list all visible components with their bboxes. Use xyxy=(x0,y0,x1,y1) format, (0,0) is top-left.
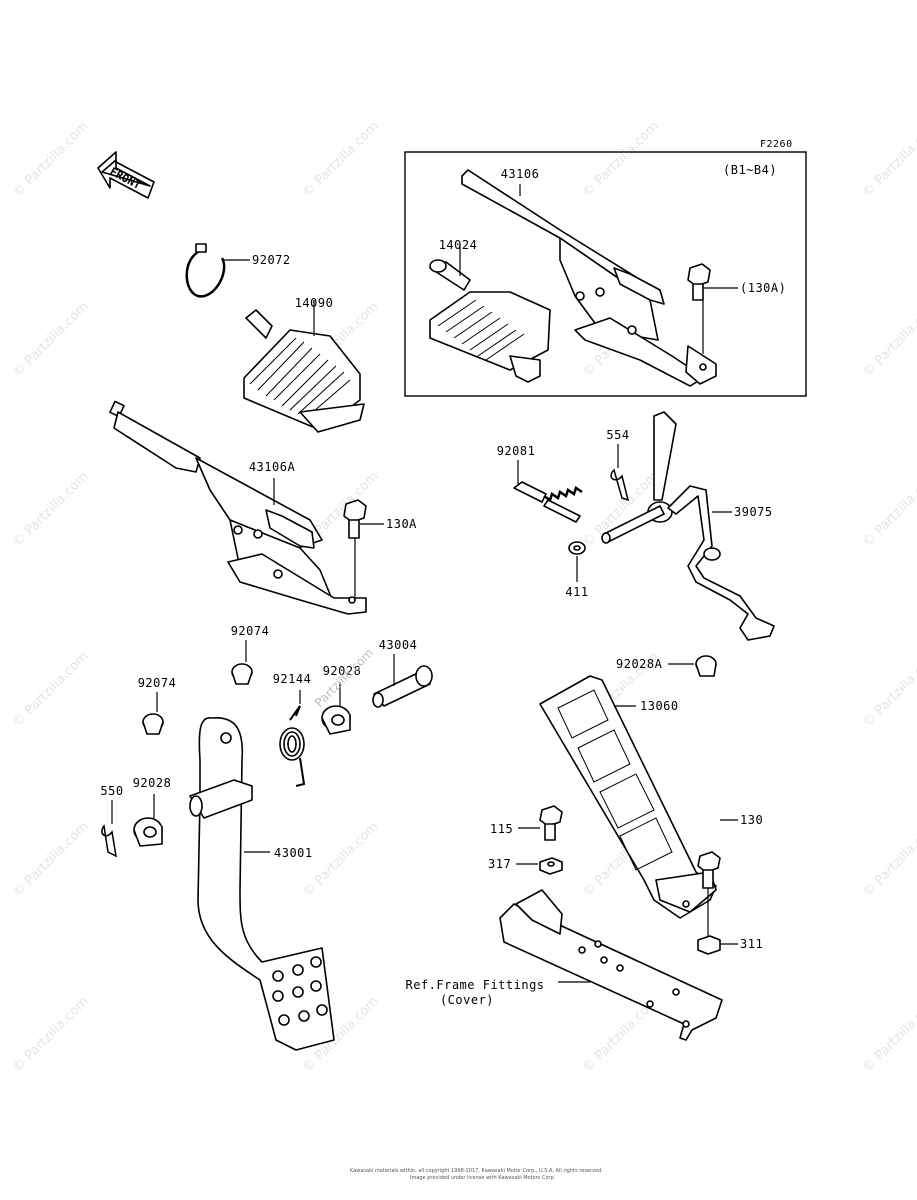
pin-43004 xyxy=(372,654,433,708)
cap-92074-b xyxy=(142,692,164,735)
part-label-130A-inset: (130A) xyxy=(740,281,787,295)
part-label-39075: 39075 xyxy=(734,505,773,519)
ref-frame-label-line2: (Cover) xyxy=(439,993,495,1007)
part-label-311: 311 xyxy=(740,937,764,951)
pedal-13060 xyxy=(539,675,717,919)
bolt-115-icon xyxy=(518,805,563,841)
part-label-92028A: 92028A xyxy=(616,657,663,671)
part-label-317: 317 xyxy=(488,857,512,871)
bolt-130A-icon xyxy=(343,499,384,600)
part-label-43001: 43001 xyxy=(274,846,313,860)
boot-14090 xyxy=(243,300,365,433)
part-label-92028-b: 92028 xyxy=(132,776,172,790)
part-label-92144: 92144 xyxy=(272,672,312,686)
spring-92081 xyxy=(513,460,583,523)
part-label-554: 554 xyxy=(606,428,630,442)
copyright-line-2: Image provided under license with Kawasa… xyxy=(410,1175,556,1181)
part-label-130: 130 xyxy=(740,813,764,827)
nut-311-icon xyxy=(697,935,738,955)
rod-39075 xyxy=(601,411,775,641)
frame-cover xyxy=(499,889,723,1041)
part-label-130A: 130A xyxy=(386,517,417,531)
part-label-92081: 92081 xyxy=(496,444,536,458)
inset-boot xyxy=(429,259,551,383)
cotter-pin-550 xyxy=(101,800,117,858)
bushing-92028-a xyxy=(321,682,351,735)
brake-pedal-43001 xyxy=(189,717,335,1051)
part-label-550: 550 xyxy=(100,784,124,798)
leader-lines xyxy=(459,184,521,276)
part-label-14024: 14024 xyxy=(438,238,478,252)
bushing-92028A xyxy=(668,655,717,677)
inset-frame xyxy=(404,151,807,397)
part-label-92074-a: 92074 xyxy=(230,624,270,638)
bolt-130-icon xyxy=(697,819,738,936)
cap-92074-a xyxy=(231,640,253,685)
part-label-115: 115 xyxy=(490,822,514,836)
bushing-92028-b xyxy=(133,794,163,847)
part-label-13060: 13060 xyxy=(640,699,679,713)
cotter-pin-554 xyxy=(610,444,630,502)
clip-92072 xyxy=(185,243,250,298)
brake-lever-43106A xyxy=(109,400,367,615)
washer-411 xyxy=(568,541,586,582)
inset-brake-lever xyxy=(461,169,717,387)
copyright-line-1: Kawasaki materials within, all copyright… xyxy=(350,1168,603,1174)
figure-code: F2260 xyxy=(760,139,793,150)
part-label-92074-b: 92074 xyxy=(137,676,177,690)
ref-frame-label-line1: Ref.Frame Fittings xyxy=(405,978,545,992)
part-label-411: 411 xyxy=(565,585,589,599)
part-label-92028-a: 92028 xyxy=(322,664,362,678)
part-label-43004: 43004 xyxy=(378,638,418,652)
front-arrow-icon: FRONT xyxy=(97,151,155,199)
inset-bolt-icon xyxy=(687,263,738,354)
part-label-43106A: 43106A xyxy=(248,460,296,474)
part-label-43106: 43106 xyxy=(500,167,540,181)
nut-317-icon xyxy=(516,857,563,875)
part-label-92072: 92072 xyxy=(252,253,291,267)
spring-92144 xyxy=(279,690,306,787)
part-label-14090: 14090 xyxy=(294,296,334,310)
inset-variant-label: (B1~B4) xyxy=(723,163,778,177)
